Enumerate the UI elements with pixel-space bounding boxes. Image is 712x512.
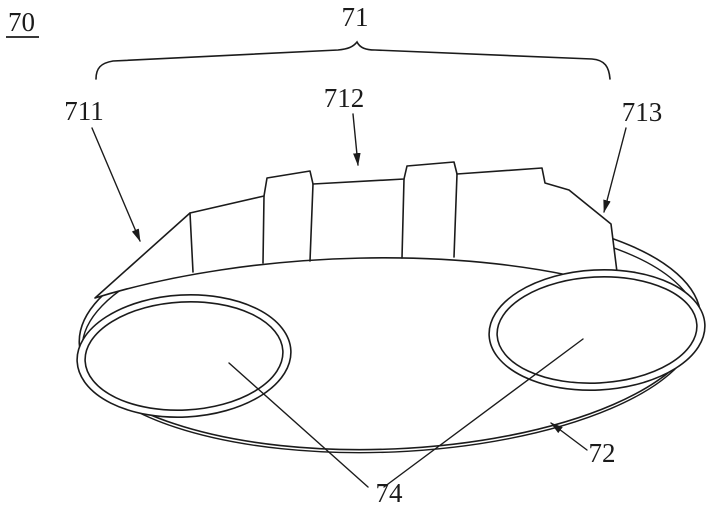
label-713: 713 [622,97,663,127]
label-71: 71 [342,2,369,32]
label-74: 74 [376,478,404,508]
right-port-inner-ring [496,276,698,384]
leader-line-74-left [228,362,369,488]
band-facet-line-5 [453,173,458,258]
brace-71 [95,40,611,80]
left-port-inner-ring [84,301,284,411]
top-band [94,161,620,299]
label-72: 72 [589,438,616,468]
label-712: 712 [324,83,365,113]
label-70: 70 [8,7,35,37]
leader-line-74-right [383,338,584,488]
band-facet-line-2 [262,195,265,264]
label-711: 711 [64,96,104,126]
left-port-outer-ring [76,294,292,418]
reference-leaders [91,40,627,488]
right-port [488,269,706,391]
reference-numerals: 70 71 711 712 713 72 74 [6,2,662,508]
left-port [76,294,292,418]
disc-body [76,161,706,454]
band-facet-line-4 [401,178,405,259]
band-facet-line-3 [309,183,314,262]
right-port-outer-ring [488,269,706,391]
leader-arrow-711 [91,127,141,242]
leader-arrow-713 [603,127,627,214]
band-facet-line-1 [189,212,194,273]
leader-arrow-72 [550,422,588,451]
leader-arrow-712 [352,113,361,167]
